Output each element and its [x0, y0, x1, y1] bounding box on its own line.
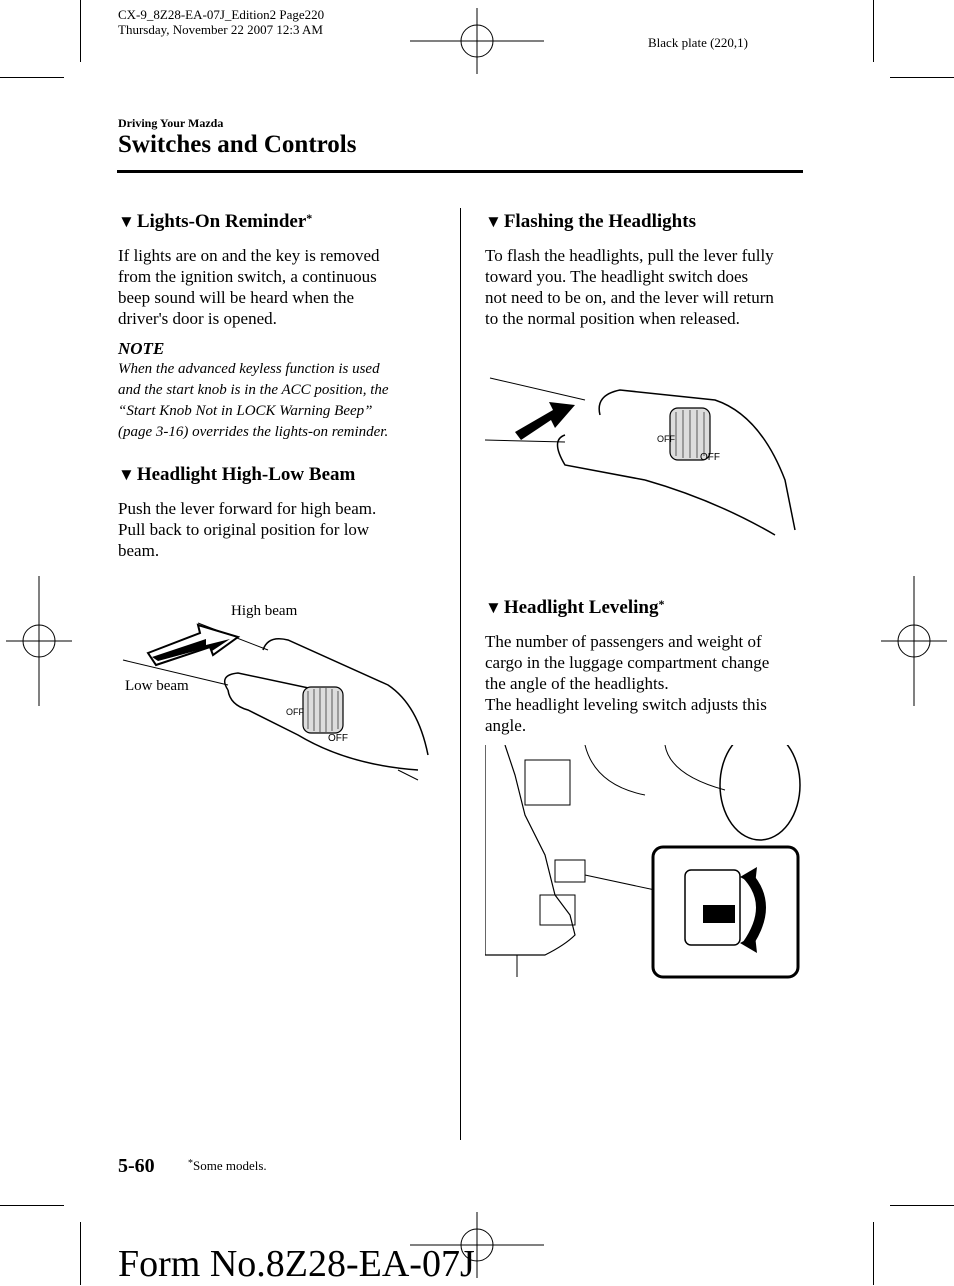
triangle-icon: ▼: [118, 212, 135, 231]
title-rule: [117, 170, 803, 173]
print-job-line: CX-9_8Z28-EA-07J_Edition2 Page220: [118, 7, 325, 22]
registration-mark-bottom: [410, 1212, 544, 1278]
off-label: OFF: [328, 733, 348, 744]
triangle-icon: ▼: [118, 465, 135, 484]
label-low-beam: Low beam: [125, 678, 189, 694]
column-divider: [460, 208, 461, 1140]
page-number: 5-60: [118, 1155, 155, 1177]
heading-lights-on-reminder: ▼Lights-On Reminder*: [118, 211, 313, 232]
form-number: Form No.8Z28-EA-07J: [118, 1243, 475, 1285]
lights-on-body: If lights are on and the key is removed …: [118, 246, 380, 328]
leveling-switch-illustration: [485, 745, 801, 979]
off-label: OFF: [700, 452, 720, 463]
off-label: OFF: [657, 434, 675, 444]
section-label: Driving Your Mazda: [118, 116, 224, 130]
registration-mark-top: [410, 8, 544, 74]
plate-label: Black plate (220,1): [648, 35, 748, 50]
leveling-body: The number of passengers and weight of c…: [485, 632, 770, 735]
print-timestamp-line: Thursday, November 22 2007 12:3 AM: [118, 22, 323, 37]
heading-headlight-leveling: ▼Headlight Leveling*: [485, 597, 665, 618]
flashing-lever-illustration: OFF OFF: [485, 377, 796, 536]
heading-high-low-beam: ▼Headlight High-Low Beam: [118, 464, 356, 485]
footnote-marker: *: [188, 1158, 193, 1169]
some-models-marker: *: [306, 211, 313, 225]
triangle-icon: ▼: [485, 212, 502, 231]
page-title: Switches and Controls: [118, 131, 357, 158]
flashing-body: To flash the headlights, pull the lever …: [485, 246, 774, 328]
note-body: When the advanced keyless function is us…: [118, 361, 389, 440]
some-models-marker: *: [658, 597, 665, 611]
registration-mark-right: [881, 576, 947, 706]
registration-mark-left: [6, 576, 72, 706]
note-title: NOTE: [118, 339, 165, 358]
footnote: *Some models.: [188, 1158, 267, 1173]
high-low-body: Push the lever forward for high beam. Pu…: [118, 499, 377, 560]
heading-flashing-headlights: ▼Flashing the Headlights: [485, 211, 696, 232]
off-label: OFF: [286, 707, 304, 717]
high-low-beam-lever-illustration: OFF OFF: [122, 622, 429, 781]
triangle-icon: ▼: [485, 598, 502, 617]
label-high-beam: High beam: [231, 603, 298, 619]
